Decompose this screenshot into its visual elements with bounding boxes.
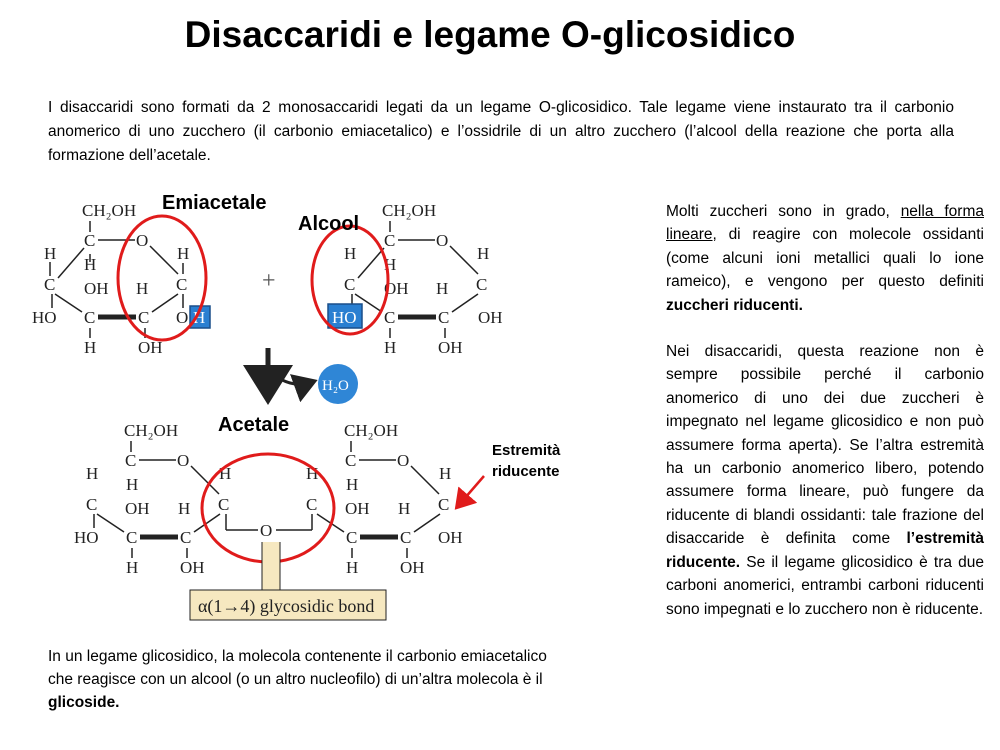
svg-text:C: C [306, 495, 317, 514]
svg-text:H: H [477, 244, 489, 263]
svg-text:H: H [178, 499, 190, 518]
glycosidic-bond-label: α(1→4) glycosidic bond [198, 596, 374, 617]
svg-text:CH₂OH: CH₂OH [124, 421, 178, 440]
svg-text:OH: OH [345, 499, 370, 518]
svg-text:H: H [126, 558, 138, 577]
svg-text:C: C [44, 275, 55, 294]
acetale-label: Acetale [218, 414, 290, 436]
acetal-disaccharide: CH₂OH C O H H H C OH H C HO C C H OH O C… [74, 421, 463, 577]
hydroxyl-highlight [327, 303, 363, 329]
svg-text:O: O [397, 451, 409, 470]
hemiacetal-sugar: CH₂OH C O H H H C OH H C HO C C O H H OH [32, 201, 211, 357]
svg-text:C: C [438, 308, 449, 327]
svg-text:OH: OH [400, 558, 425, 577]
svg-text:C: C [384, 231, 395, 250]
svg-text:H: H [84, 338, 96, 357]
svg-text:H: H [86, 464, 98, 483]
glycosidic-bond-label-box [189, 589, 387, 621]
svg-text:O: O [436, 231, 448, 250]
intro-paragraph: I disaccaridi sono formati da 2 monosacc… [48, 99, 954, 164]
svg-text:H: H [44, 244, 56, 263]
svg-text:H: H [344, 244, 356, 263]
water-icon [318, 364, 358, 404]
svg-text:HO: HO [74, 528, 99, 547]
svg-text:OH: OH [138, 338, 163, 357]
svg-text:H: H [384, 338, 396, 357]
svg-text:OH: OH [478, 308, 503, 327]
svg-text:H: H [346, 475, 358, 494]
svg-text:C: C [84, 231, 95, 250]
svg-text:OH: OH [125, 499, 150, 518]
svg-text:C: C [346, 528, 357, 547]
page-title: Disaccaridi e legame O-glicosidico [184, 14, 796, 55]
svg-text:H: H [193, 308, 205, 327]
svg-text:C: C [176, 275, 187, 294]
svg-text:O: O [136, 231, 148, 250]
svg-text:C: C [400, 528, 411, 547]
emiacetale-label: Emiacetale [162, 192, 267, 214]
svg-text:O: O [176, 308, 188, 327]
svg-text:HO: HO [32, 308, 57, 327]
svg-text:OH: OH [438, 528, 463, 547]
reducing-sugars-paragraph: Molti zuccheri sono in grado, nella form… [666, 203, 984, 314]
plus-sign: + [262, 268, 276, 294]
svg-text:H₂O: H₂O [322, 378, 349, 394]
alcohol-circle [310, 224, 390, 336]
svg-text:C: C [180, 528, 191, 547]
svg-text:HO: HO [332, 308, 357, 327]
svg-text:C: C [438, 495, 449, 514]
svg-text:C: C [86, 495, 97, 514]
svg-text:C: C [476, 275, 487, 294]
glycosidic-oxygen: O [260, 521, 272, 540]
svg-text:H: H [346, 558, 358, 577]
svg-text:C: C [138, 308, 149, 327]
svg-text:C: C [384, 308, 395, 327]
svg-text:OH: OH [384, 279, 409, 298]
right-text-column: Molti zuccheri sono in grado, nella form… [666, 200, 984, 644]
svg-text:H: H [126, 475, 138, 494]
ch2oh-label: CH₂OH [82, 201, 136, 220]
svg-text:OH: OH [180, 558, 205, 577]
svg-text:H: H [177, 244, 189, 263]
svg-text:CH₂OH: CH₂OH [382, 201, 436, 220]
svg-text:H: H [84, 255, 96, 274]
reducing-end-arrow [454, 475, 485, 510]
svg-text:C: C [125, 451, 136, 470]
svg-text:H: H [398, 499, 410, 518]
svg-text:C: C [126, 528, 137, 547]
svg-text:H: H [439, 464, 451, 483]
svg-text:O: O [177, 451, 189, 470]
svg-text:OH: OH [438, 338, 463, 357]
hemiacetal-circle [116, 214, 208, 342]
alcohol-sugar: CH₂OH C O H H H C OH H C HO C C OH H OH [327, 201, 503, 357]
svg-text:CH₂OH: CH₂OH [344, 421, 398, 440]
svg-text:C: C [344, 275, 355, 294]
svg-text:C: C [218, 495, 229, 514]
estremita-riducente-label: Estremità riducente [492, 442, 561, 480]
svg-text:C: C [84, 308, 95, 327]
disaccharides-paragraph: Nei disaccaridi, questa reazione non è s… [666, 343, 984, 618]
disaccharide-diagram: CH₂OH C O H H H C OH H C HO C C O H H OH… [32, 201, 503, 621]
svg-text:C: C [345, 451, 356, 470]
svg-text:H: H [436, 279, 448, 298]
svg-text:OH: OH [84, 279, 109, 298]
alcool-label: Alcool [298, 213, 360, 235]
glycoside-paragraph: In un legame glicosidico, la molecola co… [48, 648, 547, 711]
svg-text:H: H [136, 279, 148, 298]
